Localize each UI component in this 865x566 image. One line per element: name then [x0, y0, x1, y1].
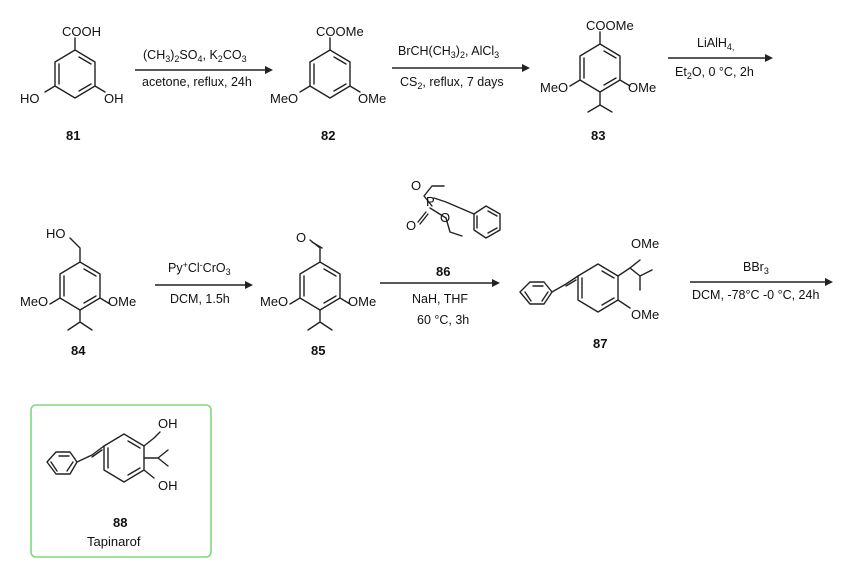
ome-label: OMe: [631, 236, 659, 251]
ethoxy-o-label: O: [411, 178, 421, 193]
aldehyde-o-label: O: [296, 230, 306, 245]
ome-label: OMe: [108, 294, 136, 309]
reaction-arrow-5: NaH, THF 60 °C, 3h: [380, 279, 500, 327]
oxo-o-label: O: [406, 218, 416, 233]
conditions-6: DCM, -78°C -0 °C, 24h: [692, 288, 819, 302]
coome-label: COOMe: [316, 24, 364, 39]
compound-81: COOH HO OH 81: [20, 24, 124, 143]
compound-number: 84: [71, 343, 86, 358]
reagent-2: BrCH(CH3)2, AlCl3: [398, 44, 499, 60]
conditions-3: Et2O, 0 °C, 2h: [675, 65, 754, 81]
ho-label: HO: [20, 91, 40, 106]
conditions-4: DCM, 1.5h: [170, 292, 230, 306]
conditions-2: CS2, reflux, 7 days: [400, 75, 504, 91]
compound-88-box: [30, 404, 212, 558]
compound-number: 85: [311, 343, 325, 358]
oh-label: OH: [104, 91, 124, 106]
meo-label: MeO: [260, 294, 288, 309]
compound-number: 83: [591, 128, 605, 143]
compound-87: OMe OMe 87: [519, 236, 659, 351]
ome-label: OMe: [631, 307, 659, 322]
oh-label: OH: [158, 478, 178, 493]
compound-number: 86: [436, 264, 450, 279]
reaction-arrow-3: LiAlH4, Et2O, 0 °C, 2h: [668, 36, 773, 81]
compound-85: O MeO OMe 85: [260, 230, 376, 358]
meo-label: MeO: [540, 80, 568, 95]
meo-label: MeO: [270, 91, 298, 106]
ome-label: OMe: [358, 91, 386, 106]
compound-number: 88: [113, 515, 127, 530]
conditions-1: acetone, reflux, 24h: [142, 75, 252, 89]
compound-88: OH OH 88 Tapinarof: [46, 416, 178, 549]
reaction-arrow-4: Py+Cl-CrO3 DCM, 1.5h: [155, 260, 253, 306]
compound-name: Tapinarof: [87, 534, 141, 549]
reagent-3: LiAlH4,: [697, 36, 734, 52]
cooh-label: COOH: [62, 24, 101, 39]
reaction-arrow-1: (CH3)2SO4, K2CO3 acetone, reflux, 24h: [135, 48, 273, 89]
compound-number: 82: [321, 128, 335, 143]
compound-number: 81: [66, 128, 80, 143]
conditions-5b: 60 °C, 3h: [417, 313, 469, 327]
reagent-6: BBr3: [743, 260, 769, 276]
ethoxy-o-label: O: [440, 210, 450, 225]
ome-label: OMe: [628, 80, 656, 95]
reaction-arrow-6: BBr3 DCM, -78°C -0 °C, 24h: [690, 260, 833, 302]
coome-label: COOMe: [586, 18, 634, 33]
compound-number: 87: [593, 336, 607, 351]
reagent-1: (CH3)2SO4, K2CO3: [143, 48, 247, 64]
ome-label: OMe: [348, 294, 376, 309]
compound-83: COOMe MeO OMe 83: [540, 18, 656, 143]
compound-84: HO MeO OMe 84: [20, 226, 136, 358]
phosphorus-label: P: [426, 194, 435, 209]
meo-label: MeO: [20, 294, 48, 309]
oh-label: OH: [158, 416, 178, 431]
compound-82: COOMe MeO OMe 82: [270, 24, 386, 143]
ho-label: HO: [46, 226, 66, 241]
reagent-4: Py+Cl-CrO3: [168, 260, 231, 277]
conditions-5: NaH, THF: [412, 292, 468, 306]
reaction-arrow-2: BrCH(CH3)2, AlCl3 CS2, reflux, 7 days: [392, 44, 530, 91]
compound-86: P O O O 86: [406, 178, 501, 279]
